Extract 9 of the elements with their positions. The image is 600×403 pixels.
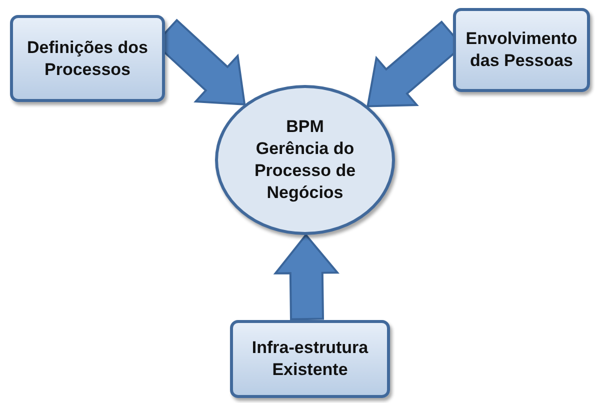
node-text: BPM [285, 116, 325, 138]
node-text: Infra-estrutura Existente [250, 337, 370, 381]
node-text: Gerência do Processo de Negócios [253, 138, 357, 204]
process-box [453, 8, 590, 92]
block-arrow [273, 233, 340, 320]
process-box [230, 320, 390, 398]
node-text: Definições dos Processos [26, 36, 149, 80]
process-box [10, 15, 165, 102]
node-text: Envolvimento das Pessoas [464, 28, 578, 72]
